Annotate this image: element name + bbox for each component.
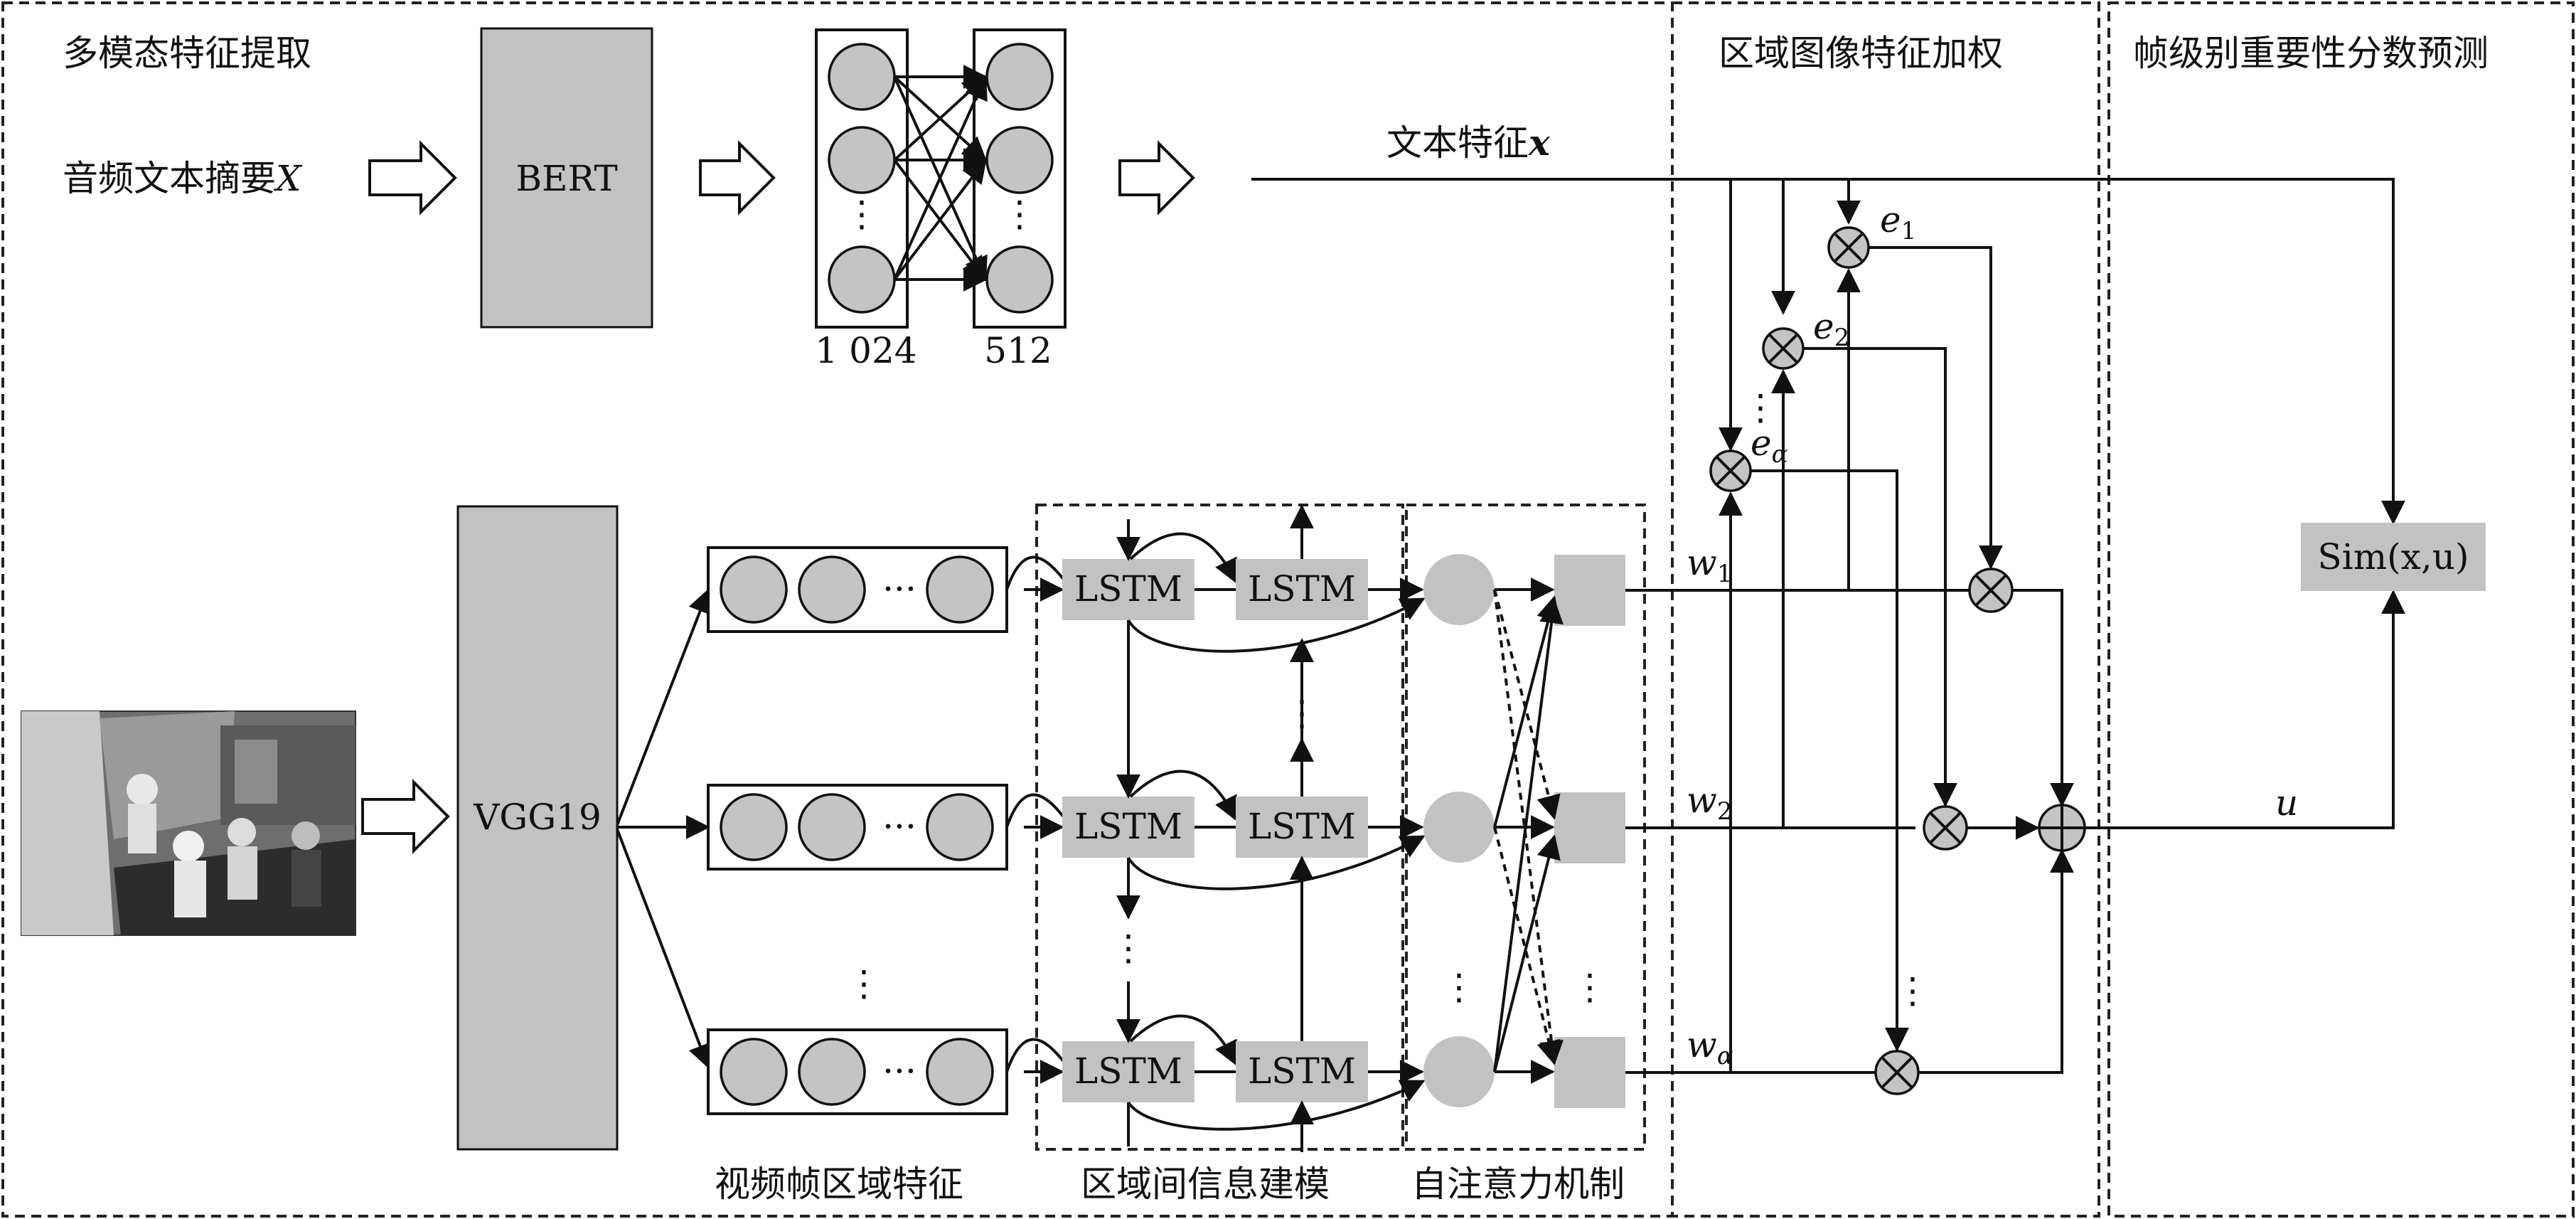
- region-feature-row-a: ···: [707, 1028, 1008, 1115]
- weighting-ellipsis: ⋮: [1895, 970, 1930, 1011]
- lstm-box: [1236, 559, 1368, 620]
- title-region-weighting: 区域图像特征加权: [1719, 33, 2003, 74]
- svg-text:⋮: ⋮: [1572, 967, 1608, 1008]
- lstm-vertical-links: ⋮ ⋮: [1111, 620, 1320, 1043]
- energy-outputs: [1751, 246, 2003, 1052]
- title-frame-score: 帧级别重要性分数预测: [2133, 33, 2489, 74]
- fc-neuron: [985, 126, 1054, 194]
- text-feature-label: 文本特征x: [1386, 122, 1551, 164]
- lstm-row-a: LSTM LSTM: [1005, 1014, 1426, 1152]
- audio-text-summary-label: 音频文本摘要X: [63, 158, 303, 199]
- svg-text:···: ···: [882, 1050, 916, 1092]
- lstm-label: LSTM: [1074, 568, 1182, 610]
- svg-text:⋮: ⋮: [1111, 927, 1146, 969]
- text-feature-line: [1251, 178, 2405, 525]
- fc-ellipsis-left: ⋮: [844, 193, 880, 235]
- lstm-box: [1062, 559, 1195, 620]
- vgg-arrow-region-a: [616, 829, 712, 1069]
- energy-multipliers: ⋮: [1709, 226, 1870, 492]
- sum-node: [1918, 589, 2086, 1074]
- weight-label-1: w1: [1687, 542, 1732, 588]
- section-frame-frame-score: [2107, 1, 2575, 1218]
- lstm-label: LSTM: [1248, 806, 1356, 847]
- fc-neuron: [828, 126, 896, 194]
- energy-label-1: e1: [1880, 199, 1916, 245]
- section-frame-region-weighting: [1671, 1, 2100, 1218]
- lstm-label: LSTM: [1074, 1050, 1182, 1092]
- svg-text:⋮: ⋮: [1743, 387, 1778, 428]
- fc-size-right: 512: [984, 330, 1052, 371]
- block-arrow-to-text-feature: [1118, 140, 1195, 215]
- lstm-label: LSTM: [1248, 568, 1356, 610]
- svg-text:⋮: ⋮: [1441, 967, 1477, 1008]
- lstm-box: [1236, 1041, 1368, 1102]
- block-arrow-from-bert: [699, 140, 776, 215]
- attention-output-a: [1554, 1037, 1625, 1108]
- lstm-box: [1062, 1041, 1195, 1102]
- sim-label: Sim(x,u): [2318, 536, 2469, 577]
- sim-box: [2301, 523, 2486, 591]
- lstm-label: LSTM: [1074, 806, 1182, 847]
- lstm-box: [1062, 797, 1195, 858]
- fc-neuron: [828, 245, 896, 314]
- fc-neuron: [985, 245, 1054, 314]
- region-rows-ellipsis: ⋮: [846, 963, 882, 1004]
- region-feature-row-1: ···: [707, 546, 1008, 633]
- block-arrow-to-vgg: [361, 779, 450, 854]
- label-inter-region-modeling: 区域间信息建模: [1081, 1164, 1330, 1205]
- lstm-box: [1236, 797, 1368, 858]
- lstm-row-1: LSTM LSTM: [1005, 504, 1426, 653]
- text-feature-taps: [1719, 179, 1861, 452]
- label-video-region-features: 视频帧区域特征: [715, 1164, 963, 1205]
- svg-text:⋮: ⋮: [1284, 693, 1320, 734]
- self-attention-block: ⋮ ⋮: [1423, 554, 1625, 1108]
- fc-neuron: [828, 43, 896, 111]
- lstm-row-2: LSTM LSTM: [1005, 770, 1426, 890]
- attention-output-1: [1554, 555, 1625, 626]
- region-feature-row-2: ···: [707, 784, 1008, 871]
- weight-label-a: wα: [1687, 1024, 1733, 1070]
- fc-neuron: [985, 43, 1054, 111]
- bert-label: BERT: [515, 158, 617, 199]
- fc-connections: [893, 65, 988, 292]
- label-self-attention: 自注意力机制: [1411, 1164, 1625, 1205]
- lstm-label: LSTM: [1248, 1050, 1356, 1092]
- vgg19-label: VGG19: [473, 797, 602, 838]
- output-u-line: [2085, 590, 2405, 829]
- fc-size-left: 1 024: [815, 330, 916, 371]
- attention-output-2: [1554, 792, 1625, 863]
- energy-label-2: e2: [1813, 306, 1849, 352]
- video-frame-image: [21, 710, 356, 936]
- output-u-label: u: [2275, 782, 2298, 824]
- svg-text:···: ···: [882, 568, 916, 610]
- svg-text:···: ···: [882, 806, 916, 847]
- title-feature-extraction: 多模态特征提取: [63, 33, 311, 74]
- fc-ellipsis-right: ⋮: [1002, 193, 1037, 235]
- region-feature-feeds: [1719, 268, 1861, 1072]
- vgg-arrow-region-1: [616, 588, 712, 826]
- block-arrow-to-bert: [368, 140, 457, 215]
- weight-label-2: w2: [1687, 779, 1732, 826]
- bert-box: [480, 27, 653, 329]
